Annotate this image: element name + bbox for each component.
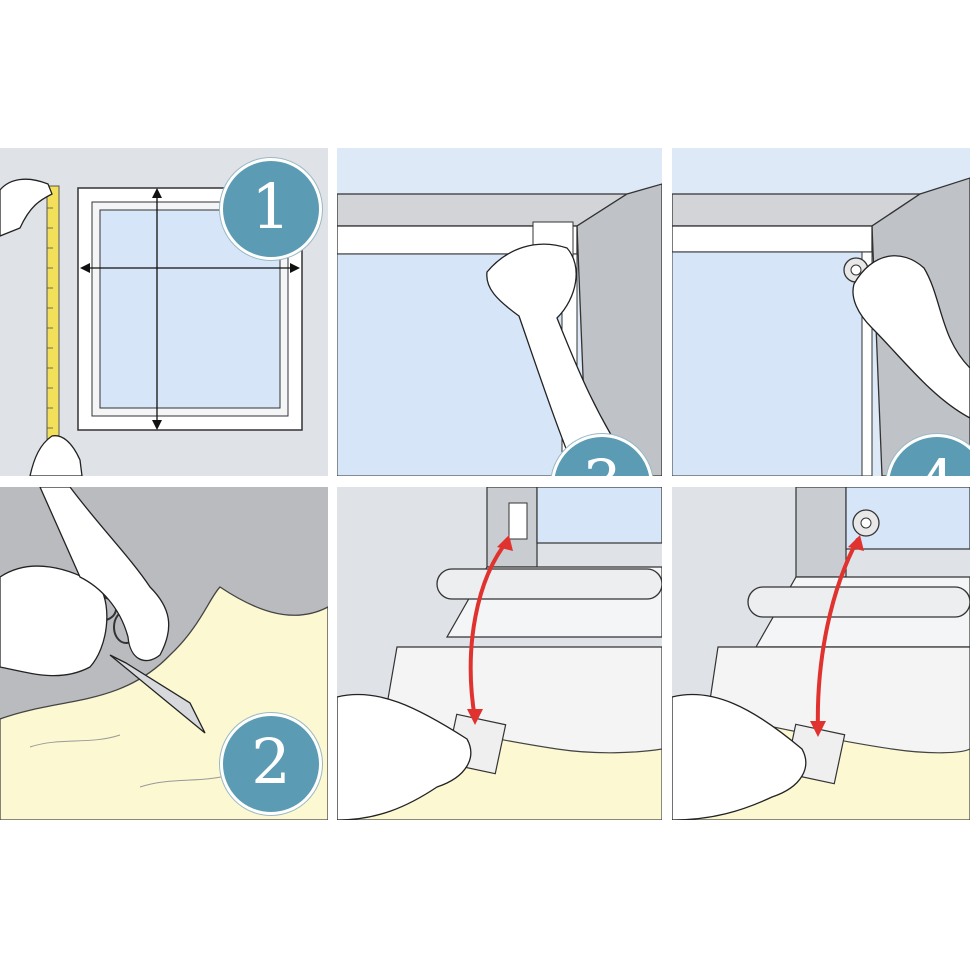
step-3-panel-bottom — [337, 487, 662, 820]
step-4-panel-top: 4 — [672, 148, 970, 476]
step-3-panel-top: 3 — [337, 148, 662, 476]
stick-adhesive-pad-illustration — [337, 148, 662, 476]
attach-knob-illustration — [672, 177, 970, 476]
step-4-panel-bottom — [672, 487, 970, 820]
step-badge-1: 1 — [220, 158, 322, 260]
press-pad-on-fabric-illustration — [337, 487, 662, 820]
step-badge-2: 2 — [220, 713, 322, 815]
press-pad-with-knob-illustration — [672, 487, 970, 820]
step-1-panel: 1 — [0, 148, 328, 476]
step-2-panel: 2 — [0, 487, 328, 820]
